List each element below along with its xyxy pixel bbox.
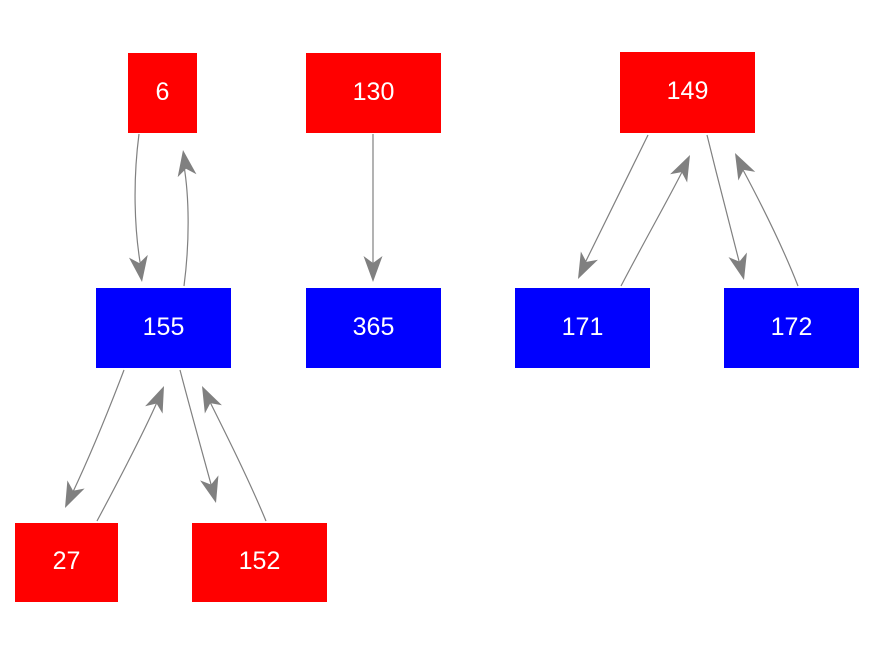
edge-152-to-155 — [202, 386, 267, 522]
edge-line — [741, 167, 799, 287]
arrowhead-icon — [363, 256, 383, 282]
edge-line — [706, 134, 741, 266]
edge-line — [96, 399, 159, 522]
node-365[interactable]: 365 — [306, 288, 441, 368]
edge-line — [620, 169, 684, 287]
edge-6-to-155 — [128, 133, 148, 282]
edge-line — [583, 134, 649, 266]
edge-155-to-27 — [65, 369, 125, 508]
arrowhead-icon — [578, 251, 598, 279]
arrowhead-icon — [65, 480, 85, 508]
arrowhead-icon — [200, 475, 219, 503]
node-6[interactable]: 6 — [128, 53, 197, 133]
node-130[interactable]: 130 — [306, 53, 441, 133]
edge-27-to-155 — [96, 386, 164, 522]
edge-130-to-365 — [363, 134, 383, 282]
node-label: 172 — [770, 312, 813, 341]
node-155[interactable]: 155 — [96, 288, 231, 368]
node-label: 155 — [142, 312, 185, 341]
node-label: 149 — [666, 77, 709, 105]
node-172[interactable]: 172 — [724, 288, 859, 368]
node-label: 171 — [561, 312, 604, 341]
node-label: 6 — [155, 77, 170, 106]
arrowhead-icon — [177, 150, 197, 178]
arrowhead-icon — [670, 155, 690, 183]
edge-line — [183, 165, 189, 287]
node-171[interactable]: 171 — [515, 288, 650, 368]
node-152[interactable]: 152 — [192, 523, 327, 602]
edge-line — [71, 369, 125, 495]
edge-line — [179, 369, 213, 489]
arrowhead-icon — [145, 386, 164, 414]
arrowhead-icon — [128, 254, 148, 282]
node-label: 27 — [52, 547, 81, 575]
edge-155-to-152 — [179, 369, 219, 503]
edge-line — [134, 133, 142, 269]
arrowhead-icon — [728, 252, 747, 280]
node-27[interactable]: 27 — [15, 523, 118, 602]
edge-149-to-172 — [706, 134, 747, 280]
edge-149-to-171 — [578, 134, 649, 279]
node-label: 152 — [238, 547, 281, 575]
edge-171-to-149 — [620, 155, 690, 287]
arrowhead-icon — [202, 386, 222, 414]
node-label: 365 — [352, 312, 395, 341]
arrowhead-icon — [735, 153, 756, 181]
edge-line — [208, 399, 267, 522]
node-label: 130 — [352, 77, 395, 106]
edge-155-to-6 — [177, 150, 197, 287]
node-149[interactable]: 149 — [620, 52, 755, 133]
edge-172-to-149 — [735, 153, 799, 287]
